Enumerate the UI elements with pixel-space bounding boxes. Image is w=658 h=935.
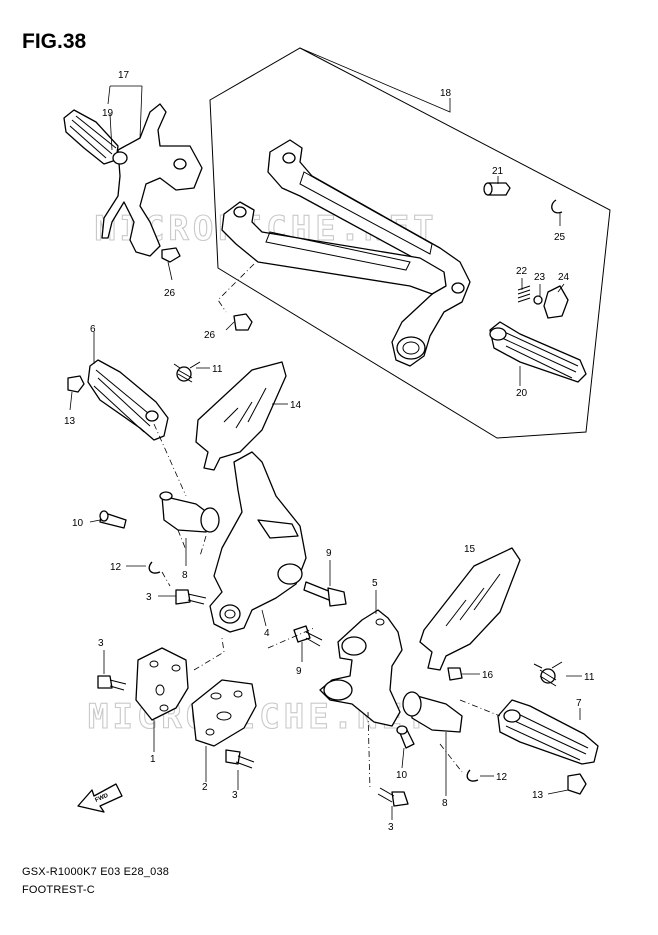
pillion-footrest-17 bbox=[63, 103, 203, 257]
callout-7: 7 bbox=[576, 698, 582, 709]
rear-footrest-bracket bbox=[221, 139, 471, 367]
callout-12-upper: 12 bbox=[110, 562, 122, 573]
callout-2: 2 bbox=[202, 782, 208, 793]
callout-1: 1 bbox=[150, 754, 156, 765]
callout-21: 21 bbox=[492, 166, 504, 177]
spring-11-upper bbox=[173, 361, 201, 383]
ball-23 bbox=[533, 295, 543, 305]
callout-20: 20 bbox=[516, 388, 528, 399]
clip-25 bbox=[551, 199, 563, 214]
forward-arrow: FWD bbox=[77, 783, 123, 813]
bolt-9-lower bbox=[293, 625, 323, 647]
callout-3-left: 3 bbox=[98, 638, 104, 649]
callout-13-lower: 13 bbox=[532, 790, 544, 801]
bolt-26-lower bbox=[233, 313, 253, 331]
callout-12-lower: 12 bbox=[496, 772, 508, 783]
callout-19: 19 bbox=[102, 108, 114, 119]
callout-26-upper: 26 bbox=[164, 288, 176, 299]
front-bracket-4 bbox=[209, 451, 307, 633]
bolt-3-left bbox=[97, 675, 127, 691]
footpeg-6 bbox=[87, 359, 169, 441]
callout-23: 23 bbox=[534, 272, 546, 283]
bolt-9-upper bbox=[303, 581, 347, 607]
clip-12-upper bbox=[148, 561, 161, 574]
callout-9-lower: 9 bbox=[296, 666, 302, 677]
callout-26-lower: 26 bbox=[204, 330, 216, 341]
callout-8-lower: 8 bbox=[442, 798, 448, 809]
plate-1 bbox=[135, 647, 189, 721]
callout-17: 17 bbox=[118, 70, 130, 81]
pivot-8-lower bbox=[402, 691, 463, 733]
callout-6: 6 bbox=[90, 324, 96, 335]
callout-8-upper: 8 bbox=[182, 570, 188, 581]
callout-24: 24 bbox=[558, 272, 570, 283]
footpeg-7 bbox=[497, 699, 599, 765]
callout-3-bottom: 3 bbox=[388, 822, 394, 833]
callout-14: 14 bbox=[290, 400, 302, 411]
bolt-3-lower bbox=[225, 749, 255, 769]
callout-labels: 17 19 18 21 25 22 23 24 26 26 20 6 11 13… bbox=[64, 70, 595, 833]
leader-lines bbox=[69, 47, 582, 820]
figure-title: FIG.38 bbox=[22, 30, 87, 53]
bolt-16 bbox=[447, 667, 463, 681]
forward-arrow-label: FWD bbox=[94, 793, 110, 804]
callout-3-lower: 3 bbox=[232, 790, 238, 801]
callout-9-upper: 9 bbox=[326, 548, 332, 559]
callout-4: 4 bbox=[264, 628, 270, 639]
heel-plate-14 bbox=[195, 361, 287, 471]
bracket-5 bbox=[319, 609, 403, 727]
callout-13-upper: 13 bbox=[64, 416, 76, 427]
bolt-13-lower bbox=[567, 773, 587, 795]
callout-10-lower: 10 bbox=[396, 770, 408, 781]
callout-25: 25 bbox=[554, 232, 566, 243]
section-name: FOOTREST-C bbox=[22, 884, 95, 896]
callout-3-middle: 3 bbox=[146, 592, 152, 603]
callout-22: 22 bbox=[516, 266, 528, 277]
callout-5: 5 bbox=[372, 578, 378, 589]
bolt-13-upper bbox=[67, 375, 85, 393]
pin-10-lower bbox=[396, 725, 415, 749]
bolt-26-upper bbox=[161, 247, 181, 263]
spring-11-lower bbox=[533, 661, 563, 687]
model-code: GSX-R1000K7 E03 E28_038 bbox=[22, 866, 170, 878]
bolt-3-bottom bbox=[377, 787, 409, 807]
pin-10-upper bbox=[99, 510, 127, 529]
callout-11-lower: 11 bbox=[584, 672, 595, 683]
pin-21 bbox=[483, 182, 511, 196]
plate-2 bbox=[191, 679, 257, 747]
rear-footpeg-20 bbox=[489, 321, 587, 383]
callout-11-upper: 11 bbox=[212, 364, 223, 375]
bolt-3-middle bbox=[175, 589, 207, 605]
clip-12-lower bbox=[466, 769, 479, 782]
pivot-8-upper bbox=[159, 491, 220, 533]
callout-10-upper: 10 bbox=[72, 518, 84, 529]
heel-plate-15 bbox=[419, 547, 521, 671]
callout-18: 18 bbox=[440, 88, 452, 99]
plate-24 bbox=[543, 285, 569, 319]
callout-15: 15 bbox=[464, 544, 476, 555]
spring-22 bbox=[517, 285, 531, 303]
callout-16: 16 bbox=[482, 670, 494, 681]
